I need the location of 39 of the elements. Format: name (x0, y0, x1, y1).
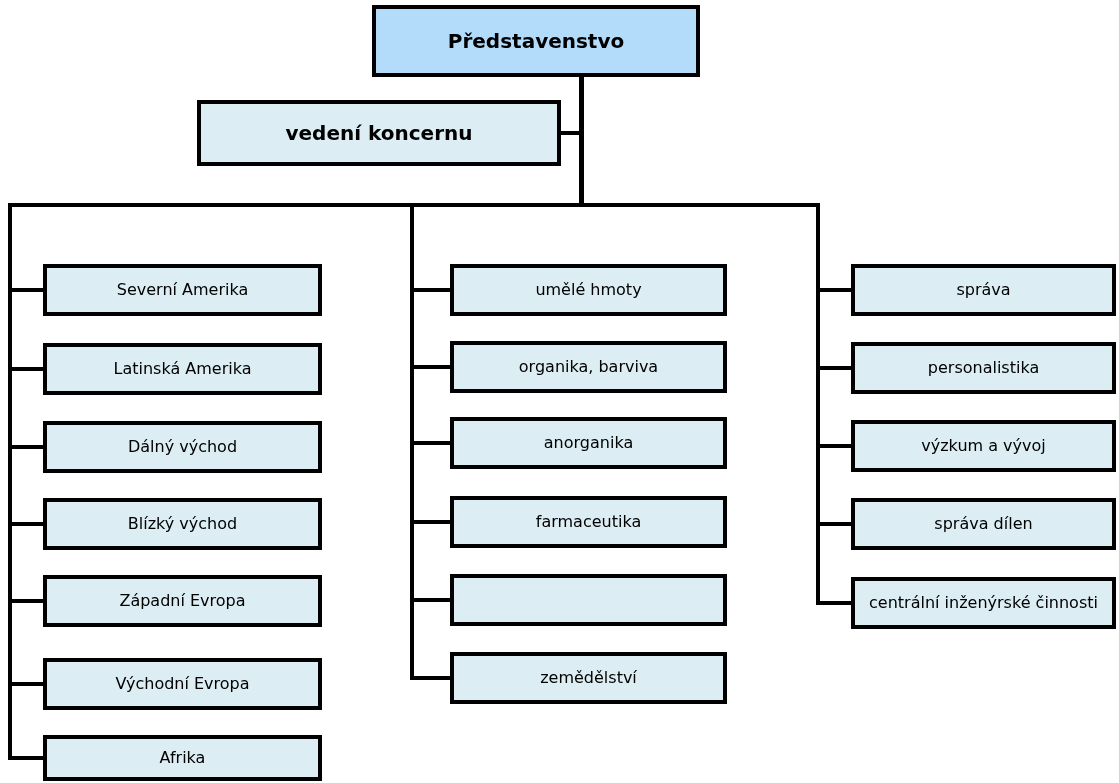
department-box (851, 577, 1116, 629)
box-label: Představenstvo (446, 28, 626, 55)
department-box (851, 264, 1116, 316)
box-label: správa (955, 281, 1012, 299)
box-label: Blízký východ (126, 515, 239, 533)
box-label: farmaceutika (534, 513, 643, 531)
management-box (372, 5, 700, 77)
department-box (851, 498, 1116, 550)
management-box (197, 100, 561, 166)
box-label: umělé hmoty (534, 281, 643, 299)
box-label: organika, barviva (517, 358, 660, 376)
box-label: vedení koncernu (284, 120, 474, 147)
box-label: Západní Evropa (118, 592, 247, 610)
department-box (43, 735, 322, 781)
box-label: Severní Amerika (115, 281, 250, 299)
department-box (450, 264, 727, 316)
department-box (450, 341, 727, 393)
department-box (450, 496, 727, 548)
department-box (851, 342, 1116, 394)
box-label: centrální inženýrské činnosti (868, 594, 1099, 612)
box-label: Východní Evropa (114, 675, 251, 693)
box-label: anorganika (542, 434, 635, 452)
empty-box (450, 574, 727, 626)
department-box (450, 417, 727, 469)
department-box (43, 658, 322, 710)
box-label: personalistika (926, 359, 1041, 377)
department-box (43, 575, 322, 627)
box-label: Latinská Amerika (112, 360, 253, 378)
box-label: zemědělství (539, 669, 638, 687)
department-box (450, 652, 727, 704)
department-box (43, 264, 322, 316)
box-label: Afrika (158, 749, 207, 767)
department-box (851, 420, 1116, 472)
department-box (43, 498, 322, 550)
department-box (43, 343, 322, 395)
box-label: správa dílen (933, 515, 1034, 533)
box-label: Dálný východ (126, 438, 239, 456)
box-label: výzkum a vývoj (920, 437, 1047, 455)
department-box (43, 421, 322, 473)
